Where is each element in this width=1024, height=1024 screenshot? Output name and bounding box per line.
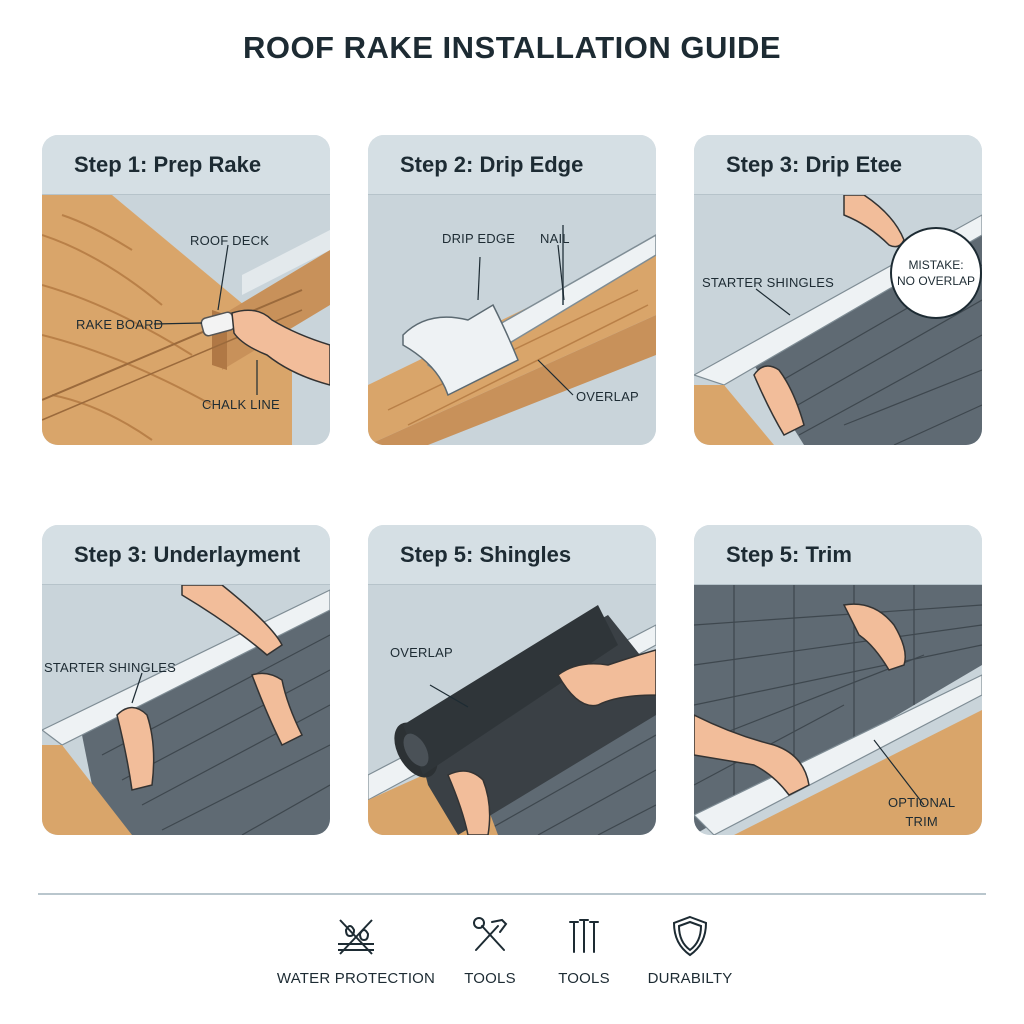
footer-item-nails: TOOLS — [504, 912, 664, 987]
step-card-header: Step 1: Prep Rake — [42, 135, 330, 195]
hammer-wrench-icon — [473, 917, 508, 951]
step-card-5: Step 5: Shingles OVERLAP — [368, 525, 656, 835]
step-card-header: Step 5: Trim — [694, 525, 982, 585]
step-title: Step 3: Drip Etee — [726, 152, 903, 177]
page-title: ROOF RAKE INSTALLATION GUIDE — [242, 30, 782, 65]
label-optional-trim: OPTIONAL TRIM — [888, 795, 955, 829]
footer-label: WATER PROTECTION — [276, 970, 436, 987]
step-card-header: Step 3: Drip Etee — [694, 135, 982, 195]
label-trim: TRIM — [905, 814, 938, 829]
mistake-callout: MISTAKE: NO OVERLAP — [890, 227, 982, 319]
label-chalk-line: CHALK LINE — [202, 397, 280, 412]
step-card-3: Step 3: Drip Etee STARTER SHINGLES MISTA… — [694, 135, 982, 445]
step-card-header: Step 3: Underlayment — [42, 525, 330, 585]
footer-item-tools: TOOLS — [410, 912, 570, 987]
footer-label: TOOLS — [464, 970, 516, 987]
step-title: Step 5: Shingles — [400, 542, 572, 567]
step-title: Step 5: Trim — [726, 542, 852, 567]
water-protection-icon — [338, 919, 374, 955]
shield-icon — [672, 915, 708, 957]
step-card-header: Step 5: Shingles — [368, 525, 656, 585]
label-roof-deck: ROOF DECK — [190, 233, 270, 248]
step-card-1: Step 1: Prep Rake ROOF DECK RAKE BOARD C… — [42, 135, 330, 445]
label-starter-shingles: STARTER SHINGLES — [702, 275, 835, 290]
step-card-6: Step 5: Trim OPTIONAL TRIM — [694, 525, 982, 835]
underlayment-illustration — [42, 585, 330, 835]
step-card-2: Step 2: Drip Edge DRIP EDGE NAIL OVERLAP — [368, 135, 656, 445]
footer-label: DURABILTY — [647, 970, 733, 987]
label-starter-shingles: STARTER SHINGLES — [44, 660, 177, 675]
label-rake-board: RAKE BOARD — [76, 317, 164, 332]
drip-edge-illustration — [368, 195, 656, 445]
prep-rake-illustration — [42, 195, 330, 445]
footer-divider — [38, 893, 986, 895]
step-title: Step 1: Prep Rake — [74, 152, 262, 177]
label-optional: OPTIONAL — [888, 795, 956, 810]
mistake-text: NO OVERLAP — [896, 274, 976, 288]
label-overlap: OVERLAP — [390, 645, 453, 660]
step-card-4: Step 3: Underlayment STARTER SHINGLES — [42, 525, 330, 835]
step-title: Step 3: Underlayment — [74, 542, 301, 567]
footer-item-water-protection: WATER PROTECTION — [276, 912, 436, 987]
mistake-title: MISTAKE: — [908, 258, 964, 272]
step-title: Step 2: Drip Edge — [400, 152, 584, 177]
label-nail: NAIL — [540, 231, 570, 246]
shingles-illustration — [368, 585, 656, 835]
footer-label: TOOLS — [558, 970, 610, 987]
trim-illustration — [694, 585, 982, 835]
step-card-header: Step 2: Drip Edge — [368, 135, 656, 195]
label-drip-edge: DRIP EDGE — [442, 231, 516, 246]
nails-icon — [569, 919, 599, 953]
footer-item-durability: DURABILTY — [610, 912, 770, 987]
label-overlap: OVERLAP — [576, 389, 639, 404]
